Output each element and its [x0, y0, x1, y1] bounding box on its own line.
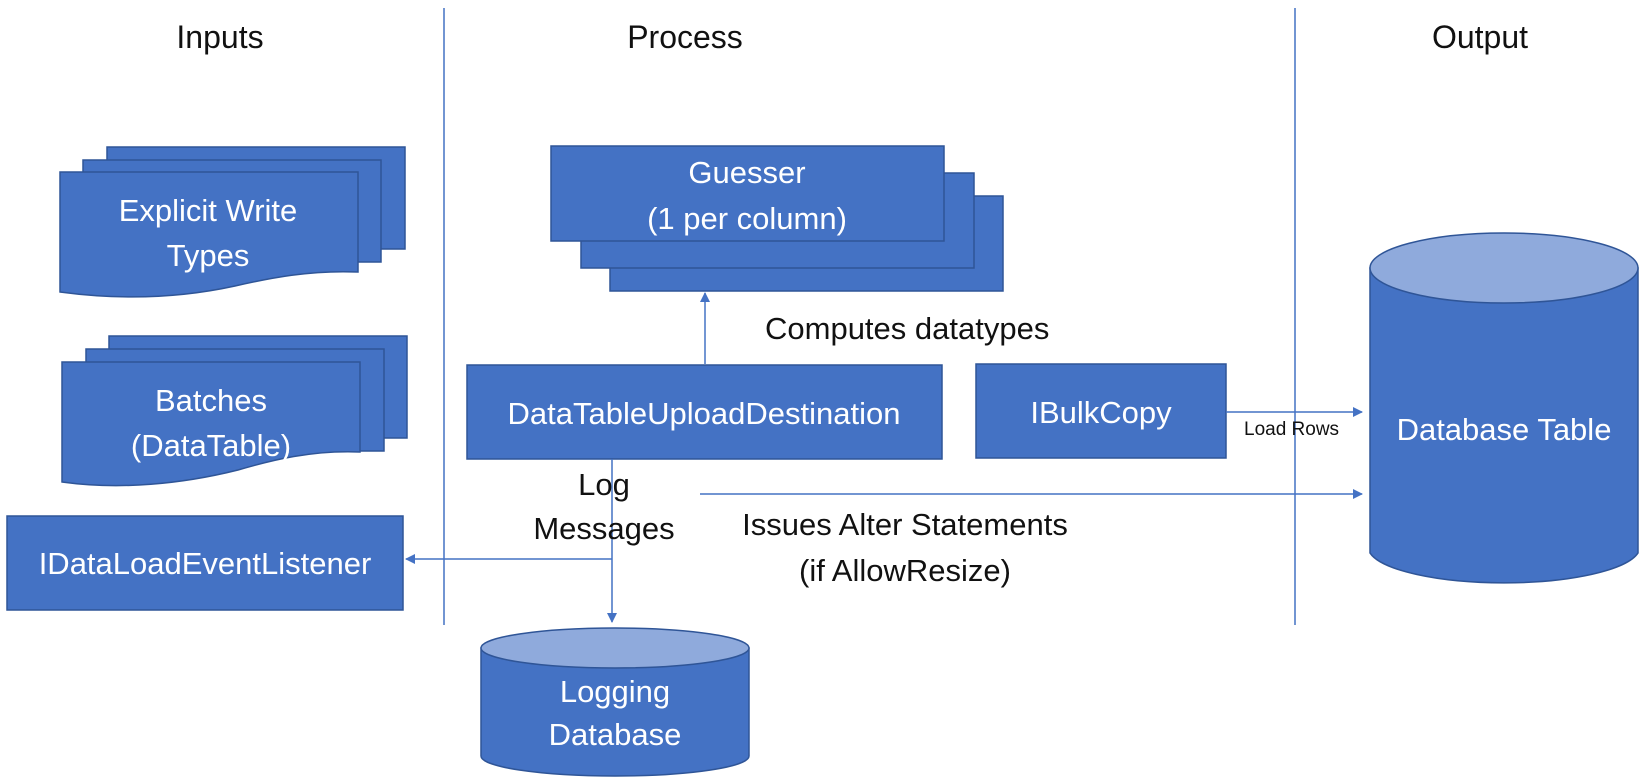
process-heading: Process [627, 19, 743, 55]
batches-document: Batches (DataTable) [61, 335, 408, 487]
alter-statements-label-line2: (if AllowResize) [799, 553, 1011, 588]
logging-database-cylinder: Logging Database [480, 627, 750, 777]
guesser-label-line2: (1 per column) [647, 201, 847, 236]
load-rows-label: Load Rows [1244, 419, 1339, 440]
event-listener-box: IDataLoadEventListener [6, 515, 404, 611]
database-table-cylinder: Database Table [1369, 232, 1639, 584]
inputs-heading: Inputs [176, 19, 263, 55]
log-messages-label-line1: Log [578, 467, 630, 502]
database-table-label: Database Table [1397, 412, 1612, 447]
explicit-write-types-document: Explicit Write Types [59, 146, 406, 298]
guesser-label-line1: Guesser [688, 155, 805, 190]
bulk-copy-label: IBulkCopy [1030, 395, 1172, 430]
output-heading: Output [1432, 19, 1528, 55]
upload-destination-label: DataTableUploadDestination [508, 396, 901, 431]
guesser-box: Guesser (1 per column) [550, 145, 1004, 292]
event-listener-label: IDataLoadEventListener [39, 546, 372, 581]
logging-database-label-line2: Database [549, 717, 682, 752]
batches-label-line1: Batches [155, 383, 267, 418]
alter-statements-label-line1: Issues Alter Statements [742, 507, 1068, 542]
bulk-copy-box: IBulkCopy [975, 363, 1227, 459]
computes-datatypes-label: Computes datatypes [765, 311, 1049, 346]
logging-database-label-line1: Logging [560, 674, 670, 709]
log-messages-label-line2: Messages [533, 511, 674, 546]
upload-destination-box: DataTableUploadDestination [466, 364, 943, 460]
explicit-write-types-label-line2: Types [167, 238, 250, 273]
explicit-write-types-label-line1: Explicit Write [119, 193, 298, 228]
batches-label-line2: (DataTable) [131, 428, 291, 463]
